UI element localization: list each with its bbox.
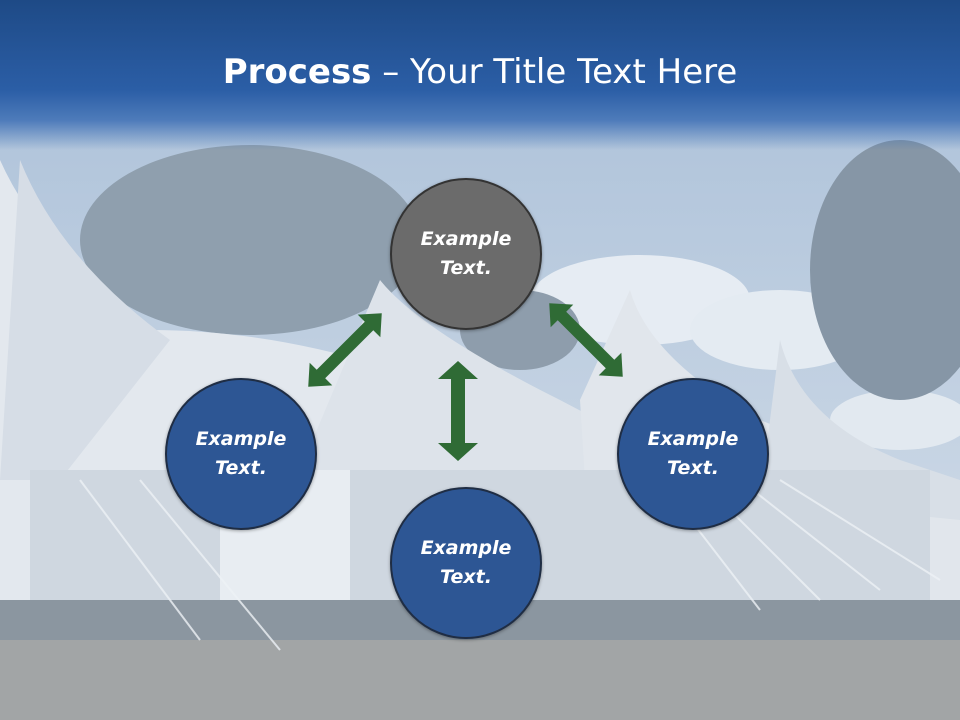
title-bar [0, 0, 960, 150]
arrow-top-left [308, 313, 382, 387]
arrow-vertical [438, 361, 478, 461]
node-text-line1: Example [647, 428, 739, 450]
node-text-line2: Text. [215, 457, 267, 479]
node-text-line1: Example [195, 428, 287, 450]
node-text-line2: Text. [440, 257, 492, 279]
node-text-line2: Text. [667, 457, 719, 479]
arrow-top-right [549, 303, 623, 377]
slide-title: Process – Your Title Text Here [0, 52, 960, 92]
title-bold: Process [222, 52, 372, 92]
node-text-line2: Text. [440, 566, 492, 588]
node-text-line1: Example [420, 228, 512, 250]
title-rest: – Your Title Text Here [371, 52, 738, 92]
node-text-line1: Example [420, 537, 512, 559]
